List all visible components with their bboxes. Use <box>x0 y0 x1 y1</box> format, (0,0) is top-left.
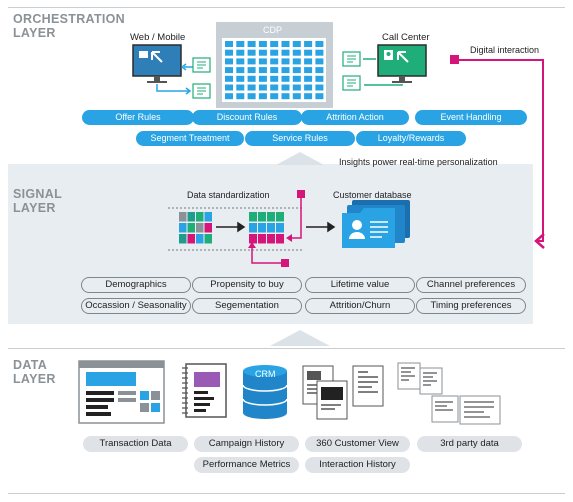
data-divider <box>8 348 565 349</box>
attribute-pill-channel: Channel preferences <box>416 277 526 293</box>
source-pill-performance: Performance Metrics <box>194 457 299 473</box>
attribute-pill-seasonality: Occassion / Seasonality <box>81 298 191 314</box>
campaign-history-icon <box>182 363 227 418</box>
attribute-pill-lifetime-value: Lifetime value <box>305 277 415 293</box>
bottom-divider <box>8 493 565 494</box>
cdp-label: CDP <box>263 25 283 35</box>
web-mobile-label: Web / Mobile <box>130 32 186 43</box>
standardization-arrow <box>216 221 246 233</box>
signal-layer-title: SIGNAL LAYER <box>13 187 63 215</box>
orchestration-layer-title: ORCHESTRATION LAYER <box>13 12 125 40</box>
standardization-feedback-connectors <box>251 197 302 264</box>
orchestration-signal-chevron <box>276 152 324 165</box>
data-standardization-label: Data standardization <box>187 190 270 200</box>
attribute-pill-propensity: Propensity to buy <box>192 277 302 293</box>
insights-label: Insights power real-time personalization <box>339 157 498 167</box>
source-pill-360-view: 360 Customer View <box>305 436 410 452</box>
rule-pill-segment: Segment Treatment <box>136 131 244 146</box>
rule-pill-service: Service Rules <box>245 131 355 146</box>
transaction-data-icon <box>78 360 165 424</box>
customer-database-icon <box>342 200 410 248</box>
digital-interaction-connector <box>458 59 545 249</box>
callcenter-cdp-connectors <box>363 58 403 86</box>
standardized-grid-icon <box>249 212 284 244</box>
signal-data-chevron <box>270 330 330 346</box>
source-pill-third-party: 3rd party data <box>417 436 522 452</box>
rule-pill-loyalty: Loyalty/Rewards <box>356 131 466 146</box>
cdp-grid-icon <box>216 22 333 108</box>
raw-data-grid-icon <box>179 212 212 244</box>
attribute-pill-timing: Timing preferences <box>416 298 526 314</box>
rule-pill-event: Event Handling <box>415 110 527 125</box>
attribute-pill-demographics: Demographics <box>81 277 191 293</box>
attribute-pill-segmentation: Segementation <box>192 298 302 314</box>
third-party-documents-icon <box>397 362 501 425</box>
call-center-monitor-icon <box>377 44 427 83</box>
web-monitor-icon <box>132 44 182 83</box>
web-document-icons <box>192 57 211 99</box>
call-center-label: Call Center <box>382 32 430 43</box>
data-layer-title: DATA LAYER <box>13 358 56 386</box>
crm-label: CRM <box>255 369 276 379</box>
source-pill-interaction: Interaction History <box>305 457 410 473</box>
customer-view-documents-icon <box>302 365 384 420</box>
rule-pill-attrition: Attrition Action <box>301 110 409 125</box>
customer-database-label: Customer database <box>333 190 412 200</box>
digital-interaction-node <box>450 55 459 64</box>
signal-layer-panel <box>8 164 533 324</box>
customer-db-arrow <box>306 221 336 233</box>
source-pill-transaction: Transaction Data <box>83 436 188 452</box>
source-pill-campaign: Campaign History <box>194 436 299 452</box>
callcenter-document-icons <box>342 51 361 91</box>
rule-pill-offer: Offer Rules <box>82 110 194 125</box>
attribute-pill-attrition: Attrition/Churn <box>305 298 415 314</box>
rule-pill-discount: Discount Rules <box>192 110 302 125</box>
top-divider <box>8 7 565 8</box>
crm-database-icon <box>242 365 288 419</box>
digital-interaction-label: Digital interaction <box>470 45 540 55</box>
